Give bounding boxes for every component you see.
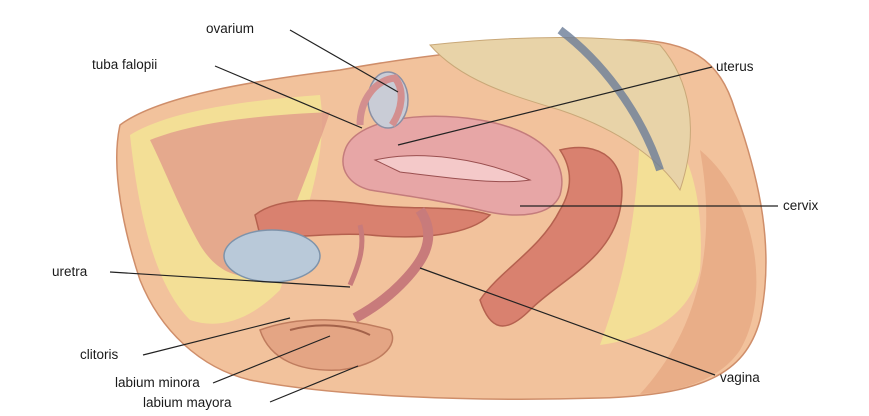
bladder-shape (224, 230, 320, 282)
label-uretra: uretra (52, 265, 87, 279)
label-vagina: vagina (720, 371, 760, 385)
label-labium-mayora: labium mayora (143, 396, 232, 410)
label-labium-minora: labium minora (115, 376, 200, 390)
label-uterus: uterus (716, 60, 754, 74)
label-cervix: cervix (783, 199, 818, 213)
label-ovarium: ovarium (206, 22, 254, 36)
label-tuba-falopii: tuba falopii (92, 58, 157, 72)
label-clitoris: clitoris (80, 348, 118, 362)
